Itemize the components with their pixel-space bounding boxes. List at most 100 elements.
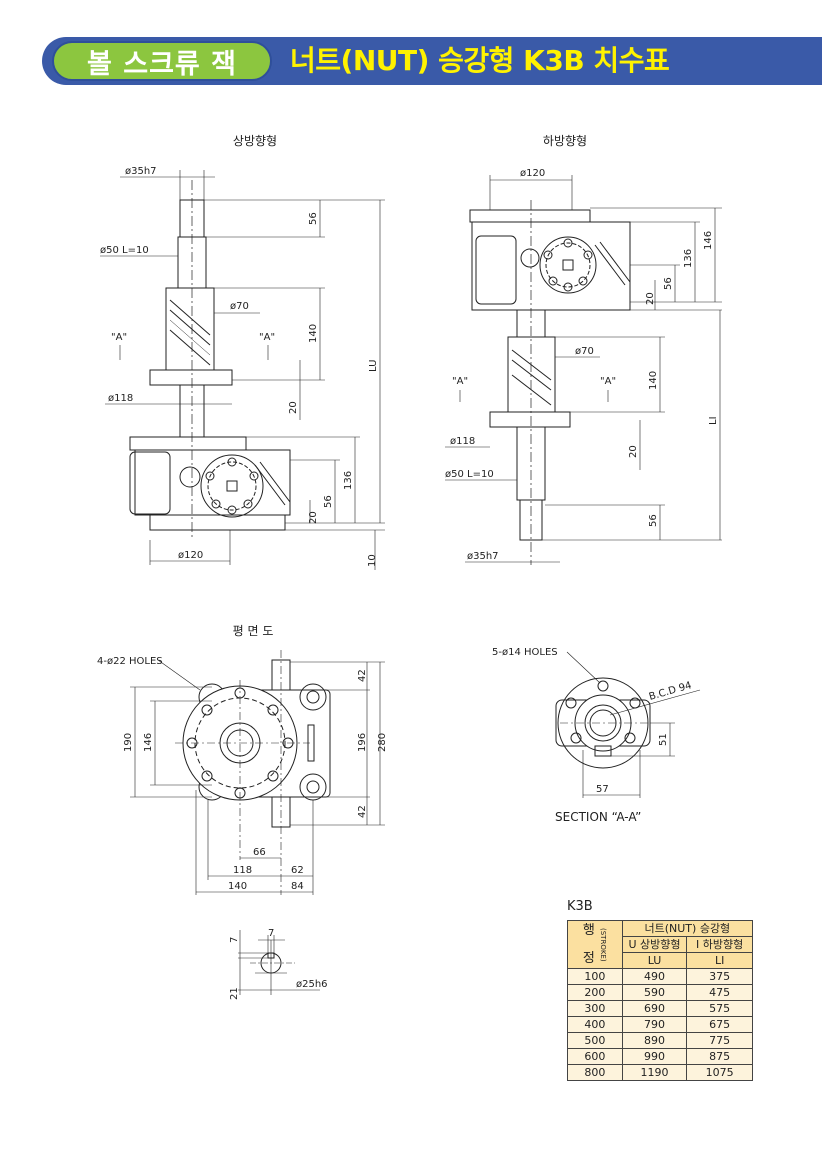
cell-li: 775	[686, 1032, 753, 1049]
section-a-left: "A"	[452, 376, 468, 387]
dim-42b: 42	[357, 805, 368, 818]
group-header: 너트(NUT) 승강형	[621, 920, 754, 937]
section-a-left: "A"	[111, 332, 127, 343]
dim-146: 146	[703, 231, 714, 250]
downward-drawing: 하방향형	[445, 134, 722, 565]
col-u-header: U 상방향형	[621, 936, 688, 953]
dim-120: ø120	[178, 550, 203, 561]
cell-li: 575	[686, 1000, 753, 1017]
dim-shaft: ø25h6	[296, 979, 328, 990]
dim-66: 66	[253, 847, 266, 858]
cell-stroke: 800	[567, 1064, 623, 1081]
dim-190: 190	[123, 733, 134, 752]
dim-140: 140	[648, 371, 659, 390]
stroke-en-label: (STROKE)	[598, 927, 607, 962]
dim-56-top: 56	[308, 212, 319, 225]
plan-holes-callout: 4-ø22 HOLES	[97, 656, 163, 667]
dim-118: ø118	[450, 436, 475, 447]
section-a-a: 5-ø14 HOLES B.C.D 94 51 57 SECTION “A-A”	[492, 647, 701, 824]
downward-title: 하방향형	[543, 134, 587, 148]
dim-50: ø50 L=10	[445, 469, 494, 480]
cell-li: 1075	[686, 1064, 753, 1081]
dim-57: 57	[596, 784, 609, 795]
dim-120: ø120	[520, 168, 545, 179]
dim-10: 10	[367, 554, 378, 567]
dim-20a: 20	[645, 292, 656, 305]
cell-stroke: 300	[567, 1000, 623, 1017]
cell-stroke: 400	[567, 1016, 623, 1033]
dim-bcd: B.C.D 94	[648, 680, 693, 703]
dim-7a: 7	[229, 937, 240, 943]
dim-56b: 56	[648, 514, 659, 527]
cell-li: 475	[686, 984, 753, 1001]
col-lu-header: LU	[621, 952, 688, 969]
dim-20b: 20	[308, 511, 319, 524]
page-title: 너트(NUT) 승강형 K3B 치수표	[290, 44, 670, 77]
cell-lu: 890	[621, 1032, 688, 1049]
cell-lu: 690	[621, 1000, 688, 1017]
dim-20a: 20	[288, 401, 299, 414]
cell-li: 875	[686, 1048, 753, 1065]
dim-56b: 56	[323, 495, 334, 508]
dim-7b: 7	[268, 928, 274, 939]
dim-136: 136	[683, 249, 694, 268]
cell-stroke: 100	[567, 968, 623, 985]
cell-stroke: 500	[567, 1032, 623, 1049]
cell-li: 375	[686, 968, 753, 985]
cell-lu: 590	[621, 984, 688, 1001]
dim-42a: 42	[357, 669, 368, 682]
cell-stroke: 200	[567, 984, 623, 1001]
upward-drawing: 상방향형	[100, 134, 385, 570]
dim-lu: LU	[368, 360, 379, 372]
dim-21: 21	[229, 987, 240, 1000]
dim-140: 140	[228, 881, 247, 892]
dim-146: 146	[143, 733, 154, 752]
dim-shaft: ø35h7	[467, 551, 499, 562]
dim-50: ø50 L=10	[100, 245, 149, 256]
stroke-label-bottom: 정	[582, 950, 595, 966]
cell-li: 675	[686, 1016, 753, 1033]
plan-title: 평 면 도	[233, 624, 274, 638]
col-li-header: LI	[686, 952, 753, 969]
section-title: SECTION “A-A”	[555, 810, 641, 824]
cell-lu: 790	[621, 1016, 688, 1033]
dim-136: 136	[343, 471, 354, 490]
cell-lu: 490	[621, 968, 688, 985]
dim-li: LI	[708, 416, 719, 425]
upward-title: 상방향형	[233, 134, 277, 148]
dim-118: 118	[233, 865, 252, 876]
dim-280: 280	[377, 733, 388, 752]
table-title: K3B	[567, 899, 593, 914]
dim-70: ø70	[575, 346, 594, 357]
dim-70: ø70	[230, 301, 249, 312]
section-holes-callout: 5-ø14 HOLES	[492, 647, 558, 658]
dim-84: 84	[291, 881, 304, 892]
shaft-key-detail: 7 7 21 ø25h6	[229, 928, 328, 1000]
cell-stroke: 600	[567, 1048, 623, 1065]
cell-lu: 990	[621, 1048, 688, 1065]
dim-140: 140	[308, 324, 319, 343]
dim-shaft: ø35h7	[125, 166, 157, 177]
category-badge: 볼 스크류 잭	[52, 41, 272, 81]
dim-118: ø118	[108, 393, 133, 404]
col-i-header: I 하방향형	[686, 936, 753, 953]
stroke-label-top: 행	[582, 922, 595, 938]
dim-56a: 56	[663, 277, 674, 290]
cell-lu: 1190	[621, 1064, 688, 1081]
section-a-right: "A"	[600, 376, 616, 387]
dim-196: 196	[357, 733, 368, 752]
dim-62: 62	[291, 865, 304, 876]
dim-51: 51	[658, 733, 669, 746]
plan-view: 평 면 도 4-ø22 HOLES 190 146 42 196 2	[97, 624, 388, 895]
dim-20b: 20	[628, 445, 639, 458]
